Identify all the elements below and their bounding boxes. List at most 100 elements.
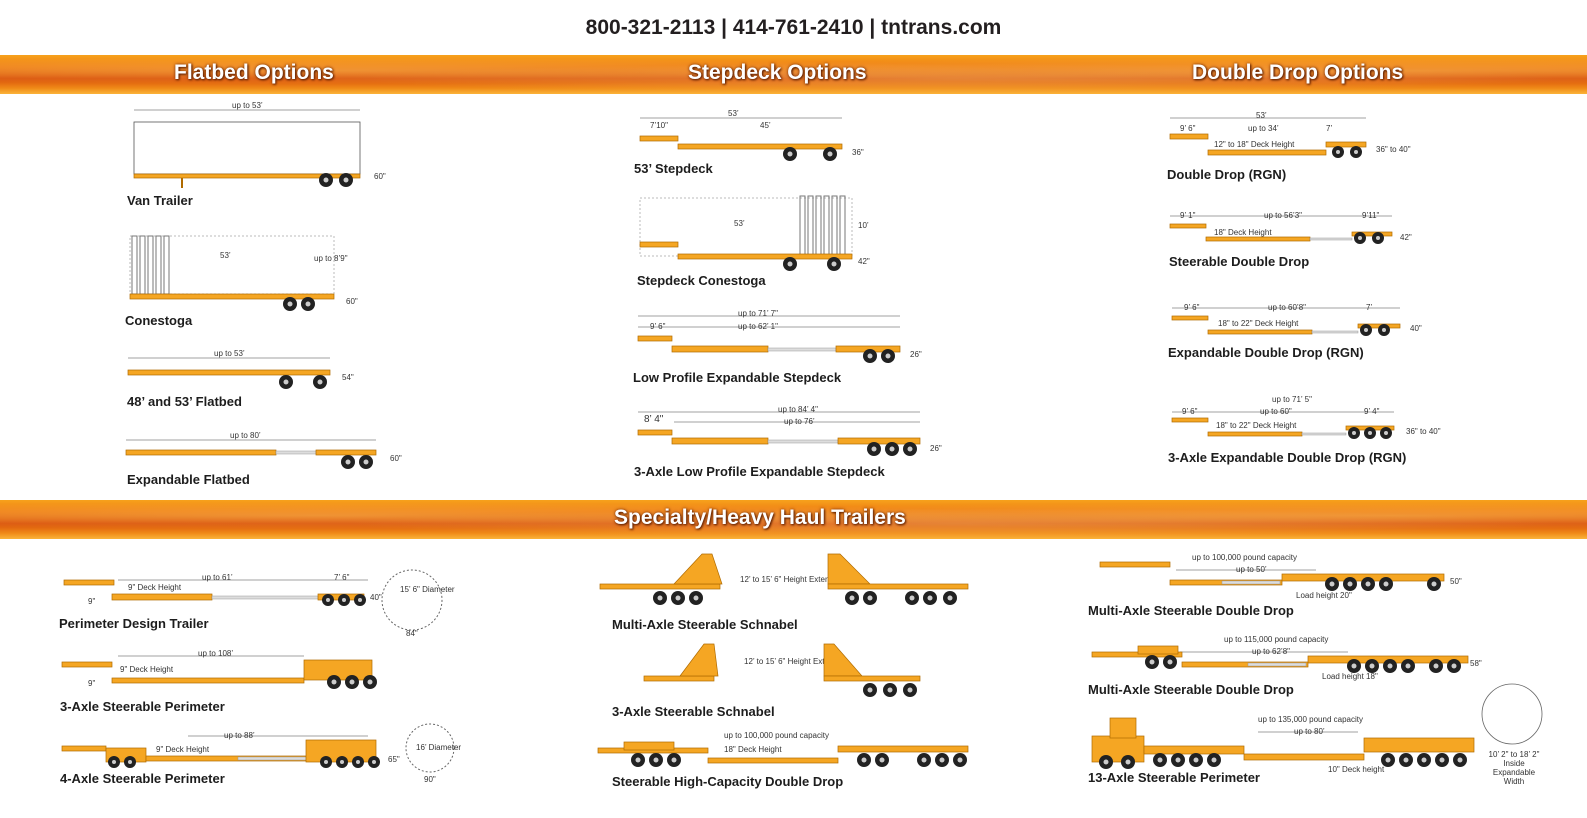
- 3-axle-expandable-double-drop-diagram: up to 71’ 5" 9’ 6" up to 60" 9’ 4" 18" t…: [1168, 395, 1448, 442]
- van-trailer-diagram: up to 53’ 60": [120, 100, 400, 190]
- svg-text:up to 71’ 7": up to 71’ 7": [738, 309, 778, 318]
- svg-text:up to 100,000 pound capacity: up to 100,000 pound capacity: [1192, 553, 1297, 562]
- svg-text:7’10": 7’10": [650, 121, 668, 130]
- inside-width-label: 10’ 2" to 18’ 2" Inside Expandable Width: [1488, 750, 1540, 786]
- svg-text:16’ Diameter: 16’ Diameter: [416, 743, 461, 752]
- steerable-double-drop-label: Steerable Double Drop: [1169, 254, 1310, 269]
- flatbed-heading: Flatbed Options: [174, 61, 334, 84]
- 13-axle-steerable-perimeter-diagram: up to 135,000 pound capacity up to 80’ 1…: [1088, 712, 1488, 778]
- svg-text:53’: 53’: [734, 219, 745, 228]
- svg-text:26": 26": [930, 444, 942, 453]
- 3-axle-expandable-double-drop-label: 3-Axle Expandable Double Drop (RGN): [1168, 450, 1407, 465]
- svg-text:36" to 40": 36" to 40": [1376, 145, 1411, 154]
- perimeter-design-trailer-diagram: 9" Deck Height up to 61’ 7’ 6" 9" 40" 15…: [58, 566, 458, 640]
- svg-text:up to 61’: up to 61’: [202, 573, 233, 582]
- svg-text:84": 84": [406, 629, 418, 638]
- 13-axle-steerable-perimeter-label: 13-Axle Steerable Perimeter: [1088, 770, 1260, 785]
- steerable-high-capacity-double-drop-diagram: up to 100,000 pound capacity 18" Deck He…: [594, 728, 984, 776]
- expandable-double-drop-label: Expandable Double Drop (RGN): [1168, 345, 1364, 360]
- svg-text:53’: 53’: [1256, 111, 1267, 120]
- steerable-double-drop-diagram: 9’ 1" up to 56’3" 9’11" 18" Deck Height …: [1166, 210, 1426, 248]
- 3-axle-steerable-schnabel-label: 3-Axle Steerable Schnabel: [612, 704, 775, 719]
- 3-axle-steerable-perimeter-label: 3-Axle Steerable Perimeter: [60, 699, 225, 714]
- svg-text:up to 60": up to 60": [1260, 407, 1292, 416]
- svg-text:18" Deck Height: 18" Deck Height: [1214, 228, 1272, 237]
- section-banner-top: Flatbed Options Stepdeck Options Double …: [0, 55, 1587, 94]
- multi-axle-steerable-double-drop-2-diagram: up to 115,000 pound capacity up to 62’8"…: [1088, 632, 1488, 684]
- svg-text:up to 88’: up to 88’: [224, 731, 255, 740]
- svg-text:10" Deck height: 10" Deck height: [1328, 765, 1385, 774]
- svg-text:up to 80’: up to 80’: [230, 431, 261, 440]
- svg-text:9’ 6": 9’ 6": [1184, 303, 1200, 312]
- svg-text:9": 9": [88, 679, 95, 688]
- svg-text:up to 34’: up to 34’: [1248, 124, 1279, 133]
- svg-text:60": 60": [346, 297, 358, 306]
- svg-text:18" to 22" Deck Height: 18" to 22" Deck Height: [1216, 421, 1297, 430]
- svg-text:7’ 6": 7’ 6": [334, 573, 350, 582]
- multi-axle-steerable-schnabel-diagram: 12’ to 15’ 6" Height Extension: [594, 548, 994, 612]
- svg-text:9" Deck Height: 9" Deck Height: [128, 583, 182, 592]
- svg-text:8’ 4": 8’ 4": [644, 414, 664, 425]
- multi-axle-steerable-schnabel-label: Multi-Axle Steerable Schnabel: [612, 617, 798, 632]
- low-profile-expandable-stepdeck-label: Low Profile Expandable Stepdeck: [633, 370, 842, 385]
- svg-text:12" to 18" Deck Height: 12" to 18" Deck Height: [1214, 140, 1295, 149]
- svg-text:54": 54": [342, 373, 354, 382]
- double-drop-diagram: 53’ 9’ 6" up to 34’ 7’ 12" to 18" Deck H…: [1166, 110, 1436, 165]
- 4-axle-steerable-perimeter-diagram: up to 88’ 9" Deck Height 65" 16’ Diamete…: [58, 723, 461, 784]
- svg-text:up to 53’: up to 53’: [214, 349, 245, 358]
- 3-axle-steerable-perimeter-diagram: up to 108’ 9" Deck Height 9": [58, 648, 388, 692]
- svg-text:up to 56’3": up to 56’3": [1264, 211, 1302, 220]
- svg-text:65": 65": [388, 755, 400, 764]
- svg-text:9’ 4": 9’ 4": [1364, 407, 1380, 416]
- svg-text:42": 42": [858, 257, 870, 266]
- svg-text:up to 50’: up to 50’: [1236, 565, 1267, 574]
- svg-text:up to 8’9": up to 8’9": [314, 254, 348, 263]
- svg-text:up to 80’: up to 80’: [1294, 727, 1325, 736]
- stepdeck-heading: Stepdeck Options: [688, 61, 867, 84]
- svg-text:50": 50": [1450, 577, 1462, 586]
- 4-axle-steerable-perimeter-label: 4-Axle Steerable Perimeter: [60, 771, 225, 786]
- svg-text:9" Deck Height: 9" Deck Height: [120, 665, 174, 674]
- svg-text:60": 60": [390, 454, 402, 463]
- svg-text:42": 42": [1400, 233, 1412, 242]
- svg-text:up to 100,000 pound capacity: up to 100,000 pound capacity: [724, 731, 829, 740]
- 3-axle-steerable-schnabel-diagram: 12’ to 15’ 6" Height Extension: [640, 640, 940, 704]
- svg-text:up to 53’: up to 53’: [232, 101, 263, 110]
- svg-text:53’: 53’: [220, 251, 231, 260]
- svg-text:up to 71’ 5": up to 71’ 5": [1272, 395, 1312, 404]
- multi-axle-steerable-double-drop-2-label: Multi-Axle Steerable Double Drop: [1088, 682, 1294, 697]
- conestoga-label: Conestoga: [125, 313, 193, 328]
- svg-text:up to 84’ 4": up to 84’ 4": [778, 405, 818, 414]
- svg-text:up to 62’8": up to 62’8": [1252, 647, 1290, 656]
- svg-text:90": 90": [424, 775, 436, 784]
- svg-text:40": 40": [370, 593, 382, 602]
- flatbed-diagram: up to 53’ 54": [120, 349, 370, 392]
- stepdeck-conestoga-diagram: 53’ 10’ 42": [636, 192, 876, 272]
- svg-text:15’ 6" Diameter: 15’ 6" Diameter: [400, 585, 455, 594]
- expandable-flatbed-diagram: up to 80’ 60": [120, 431, 410, 472]
- double-drop-label: Double Drop (RGN): [1167, 167, 1287, 182]
- svg-text:9’ 6": 9’ 6": [650, 322, 666, 331]
- 3-axle-low-profile-expandable-stepdeck-label: 3-Axle Low Profile Expandable Stepdeck: [634, 464, 885, 479]
- flatbed-label: 48’ and 53’ Flatbed: [127, 394, 242, 409]
- doubledrop-heading: Double Drop Options: [1192, 61, 1404, 84]
- svg-text:up to 60’8": up to 60’8": [1268, 303, 1306, 312]
- contact-line: 800-321-2113 | 414-761-2410 | tntrans.co…: [585, 16, 1002, 39]
- svg-text:36" to 40": 36" to 40": [1406, 427, 1441, 436]
- stepdeck-53-diagram: 53’ 7’10" 45’ 36": [636, 108, 876, 163]
- multi-axle-steerable-double-drop-1-label: Multi-Axle Steerable Double Drop: [1088, 603, 1294, 618]
- svg-text:45’: 45’: [760, 121, 771, 130]
- svg-text:9’ 6": 9’ 6": [1182, 407, 1198, 416]
- expandable-flatbed-label: Expandable Flatbed: [127, 472, 250, 487]
- svg-text:12’ to 15’ 6" Height Extension: 12’ to 15’ 6" Height Extension: [740, 575, 844, 584]
- svg-text:10’: 10’: [858, 221, 869, 230]
- svg-text:9": 9": [88, 597, 95, 606]
- svg-text:36": 36": [852, 148, 864, 157]
- svg-text:40": 40": [1410, 324, 1422, 333]
- svg-text:7’: 7’: [1326, 124, 1332, 133]
- svg-text:up to 108’: up to 108’: [198, 649, 233, 658]
- svg-text:53’: 53’: [728, 109, 739, 118]
- svg-text:9’11": 9’11": [1362, 211, 1380, 220]
- svg-text:18" Deck Height: 18" Deck Height: [724, 745, 782, 754]
- svg-text:Load height 20": Load height 20": [1296, 591, 1352, 600]
